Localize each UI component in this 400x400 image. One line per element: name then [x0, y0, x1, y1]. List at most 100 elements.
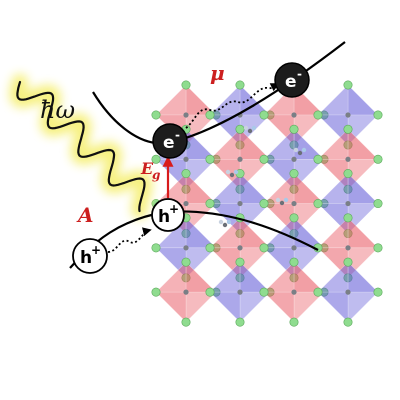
organic-cation-atom	[301, 147, 307, 153]
halide-atom	[373, 154, 383, 164]
octahedron-face	[185, 261, 217, 293]
octahedron-face	[317, 291, 349, 323]
halide-atom	[313, 154, 323, 164]
metal-atom	[183, 245, 189, 251]
organic-cation-atom	[293, 147, 299, 153]
halide-atom	[205, 110, 215, 120]
bandgap-label: E g	[140, 159, 160, 182]
octahedron-face	[347, 84, 379, 116]
organic-cation-atom	[247, 128, 253, 134]
octahedron-face	[347, 128, 379, 160]
halide-atom	[205, 154, 215, 164]
halide-atom	[259, 154, 269, 164]
octahedron-face	[239, 217, 271, 249]
metal-atom	[183, 112, 189, 118]
halide-atom	[151, 154, 161, 164]
hole-carrier-lower: h +	[72, 238, 108, 274]
octahedron-face	[185, 84, 217, 116]
halide-atom	[289, 257, 299, 267]
octahedron-face	[263, 261, 295, 293]
photon-wave-line	[16, 80, 146, 213]
halide-atom	[235, 80, 245, 90]
metal-atom	[183, 200, 189, 207]
organic-cation-atom	[226, 219, 232, 225]
octahedron-face	[347, 217, 379, 249]
halide-atom	[373, 199, 383, 209]
octahedron-face	[263, 128, 295, 160]
hole-transport-path	[107, 227, 152, 253]
octahedron-face	[317, 84, 349, 116]
halide-atom	[205, 287, 215, 297]
halide-atom	[235, 257, 245, 267]
halide-atom	[343, 213, 353, 223]
organic-cation-atom	[243, 125, 249, 131]
metal-atom	[237, 200, 243, 207]
hole-upper-symbol: h	[158, 207, 170, 227]
electron-transport-path	[185, 83, 280, 129]
octahedron-face	[209, 128, 241, 160]
organic-cation-atom	[225, 169, 231, 175]
halide-atom	[343, 169, 353, 179]
halide-atom	[289, 169, 299, 179]
organic-cation-atom	[229, 172, 235, 178]
octahedron-face	[293, 128, 325, 160]
organic-cation-atom	[279, 200, 285, 206]
absorption-label: A	[76, 203, 94, 227]
halide-atom	[343, 317, 353, 327]
halide-atom	[205, 199, 215, 209]
halide-atom	[151, 110, 161, 120]
metal-atom	[183, 289, 189, 295]
metal-atom	[183, 156, 189, 162]
organic-cation-atom	[275, 197, 281, 203]
metal-atom	[237, 289, 243, 295]
octahedron-face	[293, 172, 325, 204]
electron-lower-symbol: e	[163, 133, 175, 153]
halide-atom	[289, 124, 299, 134]
metal-atom	[345, 156, 351, 162]
halide-atom	[259, 243, 269, 253]
metal-atom	[291, 245, 297, 251]
organic-cation-atom	[283, 197, 289, 203]
halide-atom	[259, 110, 269, 120]
octahedron-face	[239, 84, 271, 116]
electron-lower-sign: -	[175, 128, 180, 142]
halide-atom	[205, 243, 215, 253]
octahedron-face	[317, 261, 349, 293]
halide-atom	[313, 287, 323, 297]
metal-atom	[345, 245, 351, 251]
halide-atom	[373, 243, 383, 253]
organic-cation-atom	[218, 219, 224, 225]
halide-atom	[235, 317, 245, 327]
metal-atom	[291, 156, 297, 162]
halide-atom	[151, 287, 161, 297]
octahedron-face	[317, 217, 349, 249]
hole-lower-symbol: h	[80, 248, 92, 268]
metal-atom	[345, 112, 351, 118]
octahedron-face	[263, 291, 295, 323]
halide-atom	[313, 110, 323, 120]
hole-upper-sign: +	[169, 202, 179, 216]
halide-atom	[373, 110, 383, 120]
octahedron-face	[209, 291, 241, 323]
halide-atom	[181, 80, 191, 90]
octahedron-face	[239, 261, 271, 293]
octahedron-face	[209, 172, 241, 204]
halide-atom	[343, 80, 353, 90]
octahedron-face	[317, 172, 349, 204]
hole-carrier-upper: h +	[151, 198, 185, 232]
octahedron-face	[347, 261, 379, 293]
halide-atom	[181, 317, 191, 327]
mobility-label: μ	[210, 61, 225, 85]
metal-atom	[291, 112, 297, 118]
electron-carrier-upper: e -	[274, 62, 310, 98]
octahedron-face	[155, 261, 187, 293]
electron-upper-symbol: e	[285, 72, 297, 92]
halide-atom	[151, 243, 161, 253]
octahedron-face	[185, 172, 217, 204]
octahedron-face	[239, 291, 271, 323]
octahedron-face	[185, 128, 217, 160]
halide-atom	[343, 124, 353, 134]
octahedron-face	[293, 261, 325, 293]
metal-atom	[291, 200, 297, 207]
